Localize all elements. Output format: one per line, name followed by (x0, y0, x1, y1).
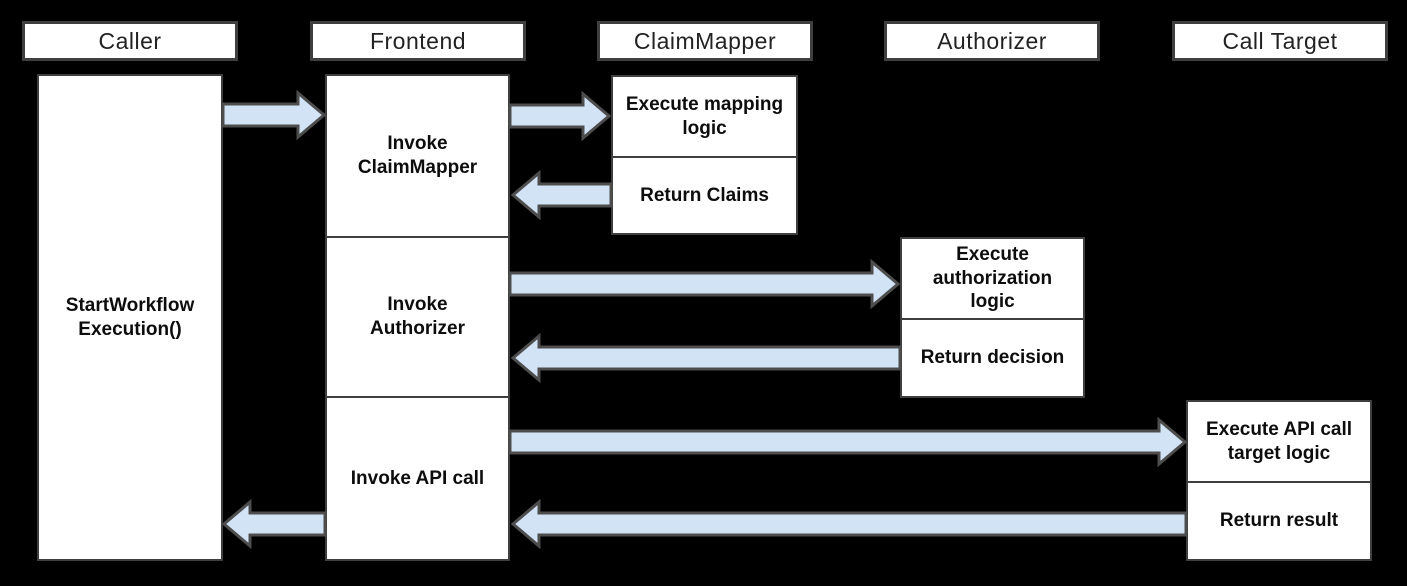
step-invoke-authorizer: Invoke Authorizer (327, 236, 508, 396)
arrow-caller-to-frontend (221, 89, 327, 141)
activation-frontend: Invoke ClaimMapper Invoke Authorizer Inv… (325, 74, 510, 561)
activation-caller-label: StartWorkflow Execution() (65, 294, 195, 340)
lifeline-header-frontend: Frontend (310, 21, 526, 61)
step-execute-authorization-logic: Execute authorization logic (932, 243, 1053, 313)
arrow-frontend-to-call-target (508, 416, 1188, 468)
arrow-call-target-to-frontend (510, 498, 1188, 550)
arrow-frontend-to-authorizer (508, 258, 901, 310)
arrow-claimmapper-to-frontend (510, 169, 613, 221)
step-execute-mapping-logic: Execute mapping logic (625, 93, 784, 139)
activation-caller: StartWorkflow Execution() (37, 74, 223, 561)
step-invoke-api-call: Invoke API call (327, 396, 508, 559)
arrow-frontend-to-caller (221, 498, 327, 550)
lifeline-header-claimmapper: ClaimMapper (597, 21, 813, 61)
activation-call-target: Execute API call target logic Return res… (1186, 400, 1372, 561)
step-return-result: Return result (1188, 481, 1370, 559)
arrow-frontend-to-claimmapper (508, 90, 612, 142)
step-return-claims: Return Claims (613, 156, 796, 233)
step-execute-api-call-target-logic: Execute API call target logic (1205, 418, 1353, 464)
step-return-decision: Return decision (902, 318, 1083, 396)
lifeline-header-authorizer: Authorizer (884, 21, 1100, 61)
activation-authorizer: Execute authorization logic Return decis… (900, 237, 1085, 398)
lifeline-header-caller: Caller (22, 21, 238, 61)
step-invoke-claimmapper: Invoke ClaimMapper (357, 133, 478, 178)
activation-claimmapper: Execute mapping logic Return Claims (611, 75, 798, 235)
arrow-authorizer-to-frontend (510, 332, 902, 384)
lifeline-header-call-target: Call Target (1172, 21, 1388, 61)
